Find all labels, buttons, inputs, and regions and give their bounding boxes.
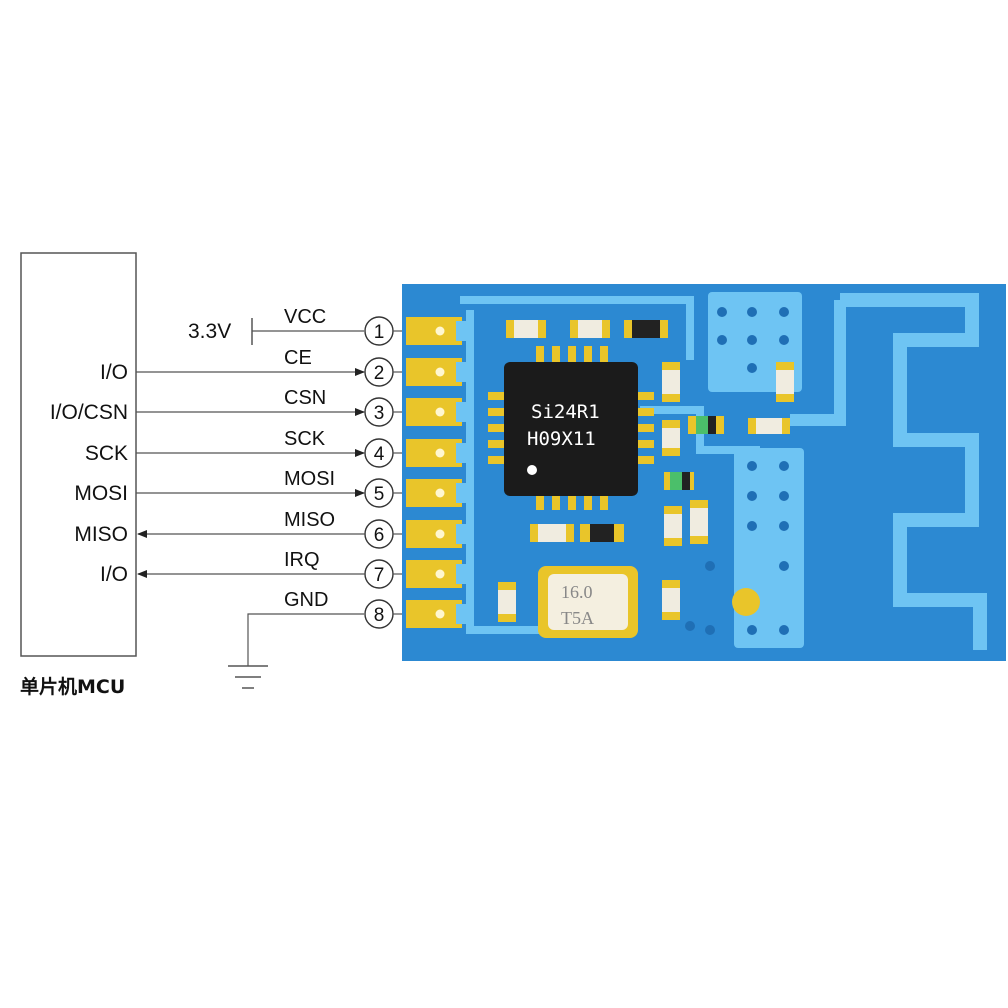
pin-hole <box>435 529 445 539</box>
pin-trace-stub <box>456 321 466 341</box>
ground-symbol <box>228 665 268 689</box>
gold-edge-pin <box>406 479 462 507</box>
smd-inductor <box>664 472 694 490</box>
gnd-wire <box>247 613 364 666</box>
copper-pour-bottom <box>734 448 804 648</box>
smd-capacitor <box>662 420 680 456</box>
crystal-marking-line2: T5A <box>561 608 594 628</box>
edge-pins <box>406 317 466 628</box>
smd-capacitor <box>530 524 574 542</box>
pin-name-label: IRQ <box>284 549 320 571</box>
smd-resistor <box>624 320 668 338</box>
rf-chip: Si24R1 H09X11 <box>488 346 654 510</box>
mcu-label: 单片机MCU <box>20 675 125 698</box>
mcu-pin-label: MISO <box>74 523 128 546</box>
gold-edge-pin <box>406 560 462 588</box>
pin-name-label: SCK <box>284 428 326 450</box>
chip-pin1-dot <box>527 465 537 475</box>
pin-number: 8 <box>374 605 385 626</box>
pin-hole <box>435 569 445 579</box>
gold-edge-pin <box>406 398 462 426</box>
mcu-pin-label: I/O <box>100 361 128 384</box>
pin-trace-stub <box>456 483 466 503</box>
pin-trace-stub <box>456 362 466 382</box>
smd-capacitor <box>498 582 516 622</box>
pin-trace-stub <box>456 564 466 584</box>
pin-hole <box>435 367 445 377</box>
pin-number: 2 <box>374 363 385 384</box>
gold-edge-pin <box>406 317 462 345</box>
pin-number: 1 <box>374 322 385 343</box>
crystal-marking-line1: 16.0 <box>561 582 593 602</box>
mcu-pin-label: I/O/CSN <box>50 401 128 424</box>
antenna-feed <box>790 300 846 426</box>
pin-hole <box>435 326 445 336</box>
pin-trace-stub <box>456 524 466 544</box>
pin-name-label: GND <box>284 589 328 611</box>
smd-capacitor <box>570 320 610 338</box>
crystal: 16.0 T5A <box>538 566 638 638</box>
mcu-pin-label: I/O <box>100 563 128 586</box>
gold-edge-pin <box>406 439 462 467</box>
smd-capacitor <box>662 580 680 620</box>
mcu-pin-label: MOSI <box>74 482 128 505</box>
pin-number: 6 <box>374 525 385 546</box>
antenna-trace <box>840 293 987 650</box>
pin-hole <box>435 488 445 498</box>
smd-components <box>498 320 794 622</box>
pin-number: 3 <box>374 403 385 424</box>
chip-marking-line1: Si24R1 <box>531 401 600 423</box>
smd-resistor <box>580 524 624 542</box>
vias <box>685 307 789 635</box>
smd-inductor <box>688 416 724 434</box>
pin-number: 4 <box>374 444 385 465</box>
crystal-top <box>548 574 628 630</box>
pin-hole <box>435 448 445 458</box>
smd-capacitor <box>662 362 680 402</box>
mcu-box <box>20 252 137 657</box>
pin-name-label: CE <box>284 347 312 369</box>
pin-trace-stub <box>456 443 466 463</box>
pin-name-label: MISO <box>284 509 335 531</box>
pin-trace-stub <box>456 402 466 422</box>
smd-capacitor <box>506 320 546 338</box>
chip-leads <box>488 346 654 510</box>
pin-hole <box>435 609 445 619</box>
gold-edge-pin <box>406 358 462 386</box>
smd-capacitor <box>776 362 794 402</box>
chip-body <box>504 362 638 496</box>
antenna-pad <box>732 588 760 616</box>
smd-capacitor <box>748 418 790 434</box>
pin-number: 7 <box>374 565 385 586</box>
pin-hole <box>435 407 445 417</box>
pin-name-label: CSN <box>284 387 326 409</box>
pin-trace-stub <box>456 604 466 624</box>
chip-marking-line2: H09X11 <box>527 428 596 450</box>
supply-voltage: 3.3V <box>188 320 231 343</box>
gold-edge-pin <box>406 520 462 548</box>
pin-number: 5 <box>374 484 385 505</box>
pin-name-label: MOSI <box>284 468 335 490</box>
gold-edge-pin <box>406 600 462 628</box>
pin-name-label: VCC <box>284 306 326 328</box>
mcu-pin-label: SCK <box>85 442 128 465</box>
smd-capacitor <box>664 506 682 546</box>
wireless-module: Si24R1 H09X11 16.0 T5A <box>402 284 1006 661</box>
signal-wires: VCC1CE2I/OCSN3I/O/CSNSCK4SCKMOSI5MOSIMIS… <box>50 306 404 629</box>
smd-capacitor <box>690 500 708 544</box>
